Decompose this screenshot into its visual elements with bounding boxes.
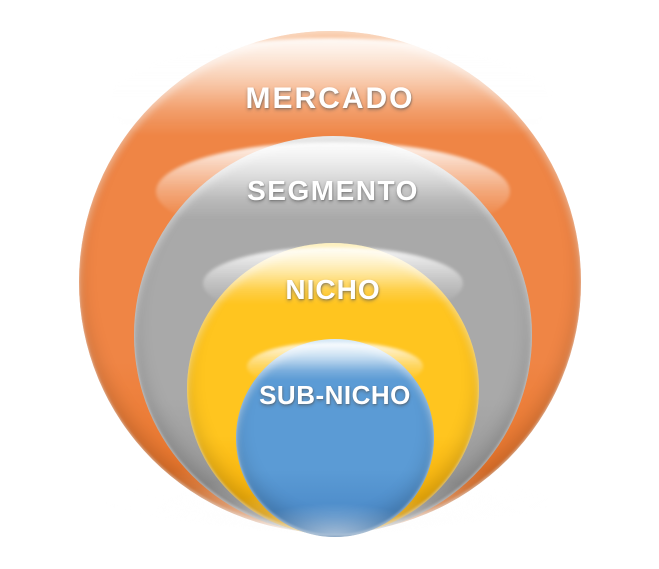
ring-sub-nicho-label: SUB-NICHO (259, 380, 411, 410)
ring-segmento-label: SEGMENTO (247, 175, 419, 206)
ring-nicho-label: NICHO (285, 274, 381, 305)
ring-sub-nicho: SUB-NICHO (236, 339, 434, 537)
ring-mercado-label: MERCADO (245, 82, 415, 115)
